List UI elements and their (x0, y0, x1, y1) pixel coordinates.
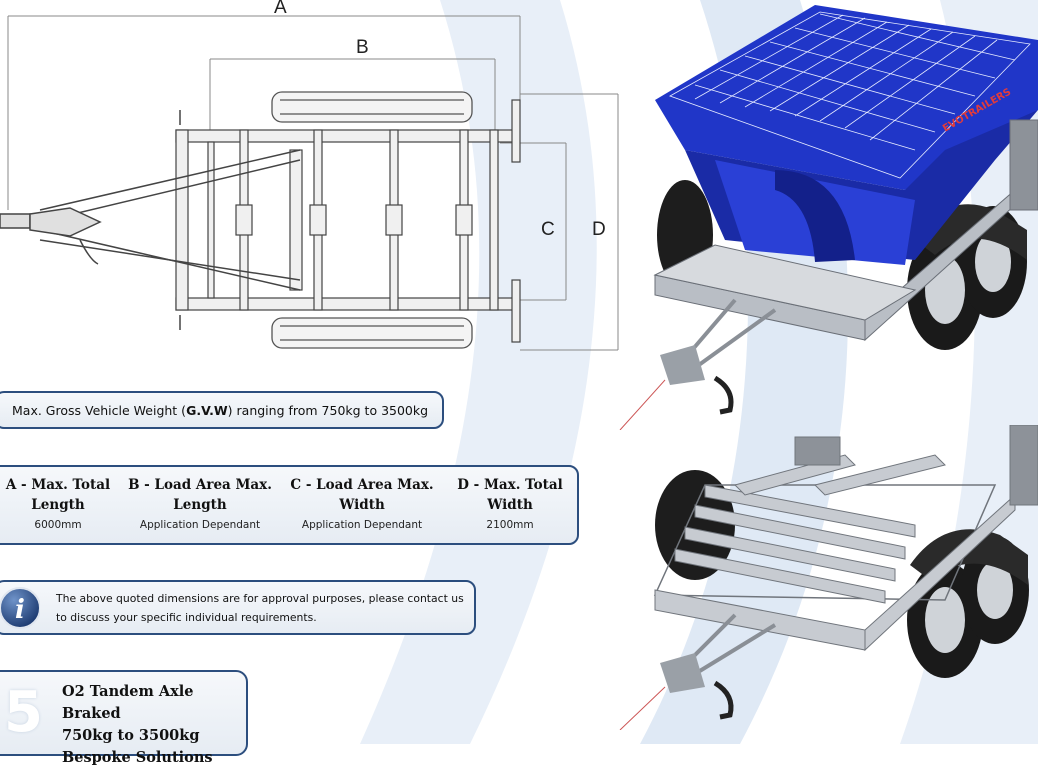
drawbar (0, 110, 301, 330)
svg-text:i: i (15, 595, 25, 625)
flatbed-frame (653, 425, 1038, 652)
gvw-suffix: ) ranging from 750kg to 3500kg (227, 402, 429, 418)
hopper-trailer-image: EVOTRAILERS (619, 5, 1038, 430)
dimension-d-label: D (592, 219, 606, 240)
gvw-abbrev: G.V.W (186, 402, 228, 418)
trailer-plan-diagram: A B C D (0, 0, 619, 351)
gvw-prefix: Max. Gross Vehicle Weight ( (12, 402, 187, 418)
flatbed-trailer-image (619, 425, 1038, 730)
tyres-flatbed (655, 470, 1029, 678)
info-icon: i (0, 587, 40, 629)
wheels (271, 91, 473, 349)
dimension-d-cell: D - Max. Total Width 2100mm (450, 475, 570, 531)
dimension-value: Application Dependant (139, 519, 261, 531)
info-line-1: The above quoted dimensions are for appr… (56, 592, 464, 605)
dimension-a-label: A (274, 0, 287, 18)
product-summary-box: 5 O2 Tandem Axle Braked 750kg to 3500kg … (0, 670, 248, 766)
approval-info-box: i The above quoted dimensions are for ap… (0, 580, 476, 635)
dimension-heading: C - Load Area Max. (290, 477, 434, 493)
dimension-value: Application Dependant (301, 519, 423, 531)
dimension-c-cell: C - Load Area Max. Width Application Dep… (282, 475, 442, 531)
dimension-heading: Length (173, 497, 227, 513)
product-description: O2 Tandem Axle Braked 750kg to 3500kg Be… (62, 681, 246, 769)
dimension-value: 6000mm (34, 519, 82, 531)
dimension-c-label: C (541, 219, 555, 240)
dimension-heading: D - Max. Total (457, 477, 563, 493)
dimension-heading: Width (339, 497, 385, 513)
info-line-2: to discuss your specific individual requ… (56, 611, 317, 624)
dimension-heading: Width (487, 497, 533, 513)
gvw-info-box: Max. Gross Vehicle Weight (G.V.W) rangin… (0, 391, 444, 429)
dimension-b-label: B (356, 37, 369, 58)
chassis-frame (175, 99, 521, 343)
mesh-grid (669, 11, 1031, 179)
dimension-a-cell: A - Max. Total Length 6000mm (0, 475, 116, 531)
dimension-heading: A - Max. Total (5, 477, 111, 493)
product-line-3: Bespoke Solutions (62, 749, 213, 766)
dimensions-table: A - Max. Total Length 6000mm B - Load Ar… (0, 465, 579, 545)
product-line-2: 750kg to 3500kg (62, 727, 200, 744)
product-number: 5 (4, 680, 43, 745)
dimension-value: 2100mm (486, 519, 534, 531)
trailer-frame (653, 119, 1038, 342)
dimension-heading: B - Load Area Max. (128, 477, 272, 493)
dimension-heading: Length (31, 497, 85, 513)
dimension-b-cell: B - Load Area Max. Length Application De… (120, 475, 280, 531)
approval-info-text: The above quoted dimensions are for appr… (56, 589, 464, 627)
product-line-1: O2 Tandem Axle Braked (62, 683, 194, 722)
